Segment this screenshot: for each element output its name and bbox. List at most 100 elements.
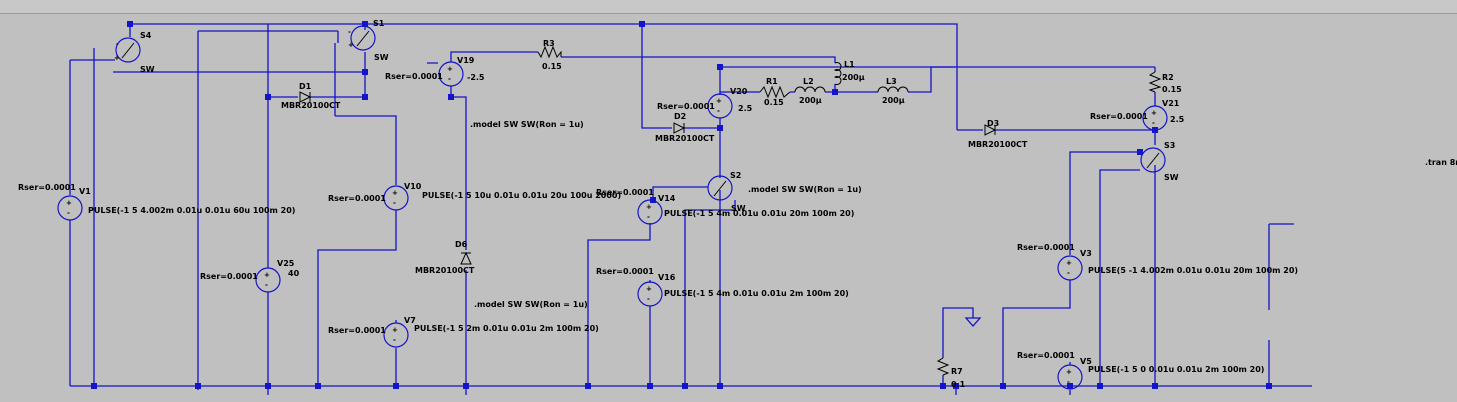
diode-d2[interactable]: D2 MBR20100CT — [655, 112, 715, 143]
l3-label: L3 — [886, 77, 897, 86]
l1-label: L1 — [844, 60, 855, 69]
v3-value: PULSE(5 -1 4.002m 0.01u 0.01u 20m 100m 2… — [1088, 266, 1298, 275]
directive-tran[interactable]: .tran 8m — [1425, 158, 1457, 167]
source-v25[interactable]: +- Rser=0.0001 V25 40 — [200, 259, 300, 293]
d6-model: MBR20100CT — [415, 266, 475, 275]
svg-text:-: - — [1152, 119, 1155, 127]
switch-s1[interactable]: - + S1 SW — [348, 19, 389, 62]
directive-model-1[interactable]: .model SW SW(Ron = 1u) — [470, 120, 584, 129]
r1-label: R1 — [766, 77, 778, 86]
v5-value: PULSE(-1 5 0 0.01u 0.01u 2m 100m 20) — [1088, 365, 1264, 374]
switch-s2[interactable]: S2 SW — [707, 171, 746, 213]
v20-rser: Rser=0.0001 — [657, 102, 715, 111]
switch-s4[interactable]: - + S4 SW — [114, 31, 155, 74]
d2-label: D2 — [674, 112, 686, 121]
v14-label: V14 — [658, 194, 676, 203]
svg-text:-: - — [116, 40, 119, 48]
s1-model: SW — [374, 53, 389, 62]
source-v16[interactable]: +- Rser=0.0001 V16 PULSE(-1 5 4m 0.01u 0… — [596, 267, 849, 307]
r2-value: 0.15 — [1162, 85, 1182, 94]
inductor-l3[interactable]: L3 200µ — [877, 77, 909, 105]
source-v7[interactable]: +- Rser=0.0001 V7 PULSE(-1 5 2m 0.01u 0.… — [328, 316, 599, 348]
ground-symbol — [964, 317, 982, 327]
v21-rser: Rser=0.0001 — [1090, 112, 1148, 121]
inductor-l2[interactable]: L2 200µ — [794, 77, 826, 105]
svg-text:-: - — [67, 209, 70, 217]
v20-label: V20 — [730, 87, 748, 96]
v1-value: PULSE(-1 5 4.002m 0.01u 0.01u 60u 100m 2… — [88, 206, 295, 215]
svg-text:+: + — [114, 54, 120, 62]
v14-rser: Rser=0.0001 — [596, 188, 654, 197]
svg-text:+: + — [1066, 259, 1072, 267]
s3-model: SW — [1164, 173, 1179, 182]
svg-text:+: + — [264, 271, 270, 279]
resistor-r2[interactable]: R2 0.15 — [1148, 71, 1182, 94]
source-v10[interactable]: +- Rser=0.0001 V10 PULSE(-1 5 10u 0.01u … — [328, 182, 621, 211]
svg-text:+: + — [66, 199, 72, 207]
directive-model-2[interactable]: .model SW SW(Ron = 1u) — [748, 185, 862, 194]
inductor-l1[interactable]: L1 200µ — [833, 60, 865, 85]
resistor-r1[interactable]: R1 0.15 — [759, 77, 791, 107]
v25-value: 40 — [288, 269, 300, 278]
svg-text:+: + — [348, 41, 354, 49]
v7-rser: Rser=0.0001 — [328, 326, 386, 335]
s2-model: SW — [731, 204, 746, 213]
svg-text:-: - — [448, 75, 451, 83]
svg-text:-: - — [393, 336, 396, 344]
resistor-r7[interactable]: R7 0.1 — [936, 357, 966, 389]
svg-text:+: + — [1151, 109, 1157, 117]
d1-model: MBR20100CT — [281, 101, 341, 110]
l1-value: 200µ — [842, 73, 865, 82]
v10-rser: Rser=0.0001 — [328, 194, 386, 203]
svg-text:+: + — [392, 189, 398, 197]
v7-label: V7 — [404, 316, 416, 325]
junction-dots — [91, 21, 1272, 389]
source-v21[interactable]: +- Rser=0.0001 V21 2.5 — [1090, 99, 1185, 131]
svg-text:+: + — [716, 97, 722, 105]
d3-model: MBR20100CT — [968, 140, 1028, 149]
s3-label: S3 — [1164, 141, 1175, 150]
v16-rser: Rser=0.0001 — [596, 267, 654, 276]
d6-label: D6 — [455, 240, 468, 249]
s4-model: SW — [140, 65, 155, 74]
svg-text:-: - — [1067, 378, 1070, 386]
window-title-bar — [0, 0, 1457, 14]
v16-label: V16 — [658, 273, 676, 282]
v3-rser: Rser=0.0001 — [1017, 243, 1075, 252]
r3-value: 0.15 — [542, 62, 562, 71]
diode-d6[interactable]: D6 MBR20100CT — [415, 240, 475, 275]
source-v20[interactable]: +- Rser=0.0001 V20 2.5 — [657, 87, 753, 119]
resistor-r3[interactable]: R3 0.15 — [537, 39, 562, 71]
svg-text:-: - — [265, 281, 268, 289]
r2-label: R2 — [1162, 73, 1174, 82]
svg-text:+: + — [447, 65, 453, 73]
source-v19[interactable]: +- Rser=0.0001 V19 -2.5 — [385, 56, 485, 87]
v16-value: PULSE(-1 5 4m 0.01u 0.01u 2m 100m 20) — [664, 289, 849, 298]
source-v14[interactable]: +- Rser=0.0001 V14 PULSE(-1 5 4m 0.01u 0… — [596, 188, 854, 225]
v21-label: V21 — [1162, 99, 1180, 108]
svg-text:+: + — [646, 285, 652, 293]
svg-text:+: + — [1066, 368, 1072, 376]
v19-label: V19 — [457, 56, 475, 65]
v5-rser: Rser=0.0001 — [1017, 351, 1075, 360]
svg-text:+: + — [646, 203, 652, 211]
r7-label: R7 — [951, 367, 963, 376]
v20-value: 2.5 — [738, 104, 753, 113]
d1-label: D1 — [299, 82, 312, 91]
s4-label: S4 — [140, 31, 152, 40]
v1-rser: Rser=0.0001 — [18, 183, 76, 192]
v19-rser: Rser=0.0001 — [385, 72, 443, 81]
directive-model-3[interactable]: .model SW SW(Ron = 1u) — [474, 300, 588, 309]
diode-d3[interactable]: D3 MBR20100CT — [968, 119, 1028, 149]
v7-value: PULSE(-1 5 2m 0.01u 0.01u 2m 100m 20) — [414, 324, 599, 333]
switch-s3[interactable]: S3 SW — [1140, 141, 1179, 182]
source-v3[interactable]: +- Rser=0.0001 V3 PULSE(5 -1 4.002m 0.01… — [1017, 243, 1298, 281]
r1-value: 0.15 — [764, 98, 784, 107]
v3-label: V3 — [1080, 249, 1092, 258]
source-v1[interactable]: +- Rser=0.0001 V1 PULSE(-1 5 4.002m 0.01… — [18, 183, 295, 221]
diode-d1[interactable]: D1 MBR20100CT — [281, 82, 341, 110]
d3-label: D3 — [987, 119, 999, 128]
source-v5[interactable]: +- Rser=0.0001 V5 PULSE(-1 5 0 0.01u 0.0… — [1017, 351, 1264, 390]
s2-label: S2 — [730, 171, 741, 180]
